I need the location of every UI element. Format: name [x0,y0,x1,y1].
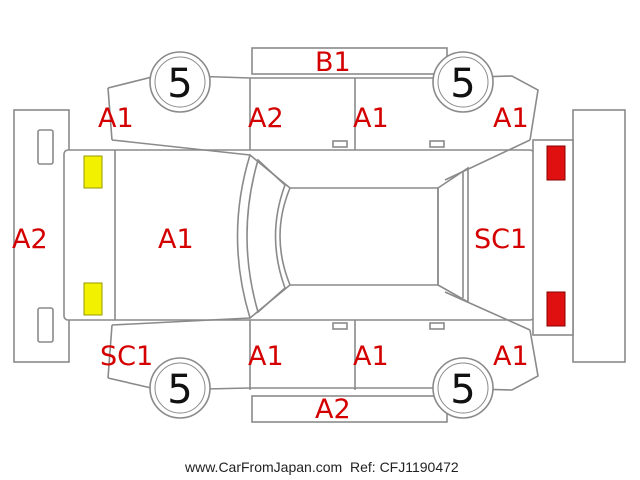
headlights [83,155,103,316]
side-body-top [107,47,539,185]
code-roof-top-edge: B1 [315,47,351,78]
rear-bumper [572,109,626,363]
tire-rear-right: 5 [432,357,494,419]
taillight-top [546,145,566,181]
footer-watermark: www.CarFromJapan.com Ref: CFJ1190472 [184,459,459,475]
tire-tread-value: 5 [450,61,475,107]
code-door-rear-top: A1 [353,103,389,134]
tire-tread-value: 5 [167,367,192,413]
footer-ref: Ref: CFJ1190472 [350,459,459,475]
tire-front-right: 5 [149,357,211,419]
front-bumper [13,109,70,363]
code-door-front-top: A2 [248,103,284,134]
code-quarter-rear-top: A1 [493,103,529,134]
code-door-rear-bottom: A1 [353,341,389,372]
tire-tread-value: 5 [450,367,475,413]
footer-site: www.CarFromJapan.com [184,459,342,475]
code-rear-panel: SC1 [474,224,527,255]
code-front-bumper: A2 [12,224,48,255]
code-bottom-sill: A2 [315,394,351,425]
taillight-bottom [546,291,566,327]
car-body-top-view [63,139,535,331]
damage-codes: B1 A2 A2 A1 SC1 A1 A2 A1 A1 SC1 A1 A1 A1 [12,47,529,425]
headlight-bottom [83,282,103,316]
tire-rear-left: 5 [432,51,494,113]
code-hood: A1 [158,224,194,255]
taillights [532,139,574,336]
code-door-front-bottom: A1 [248,341,284,372]
tire-tread-value: 5 [167,61,192,107]
code-fender-front-bottom: SC1 [100,341,153,372]
tire-front-left: 5 [149,51,211,113]
headlight-top [83,155,103,189]
code-fender-front-top: A1 [98,103,134,134]
code-quarter-rear-bottom: A1 [493,341,529,372]
side-body-bottom [107,285,539,423]
